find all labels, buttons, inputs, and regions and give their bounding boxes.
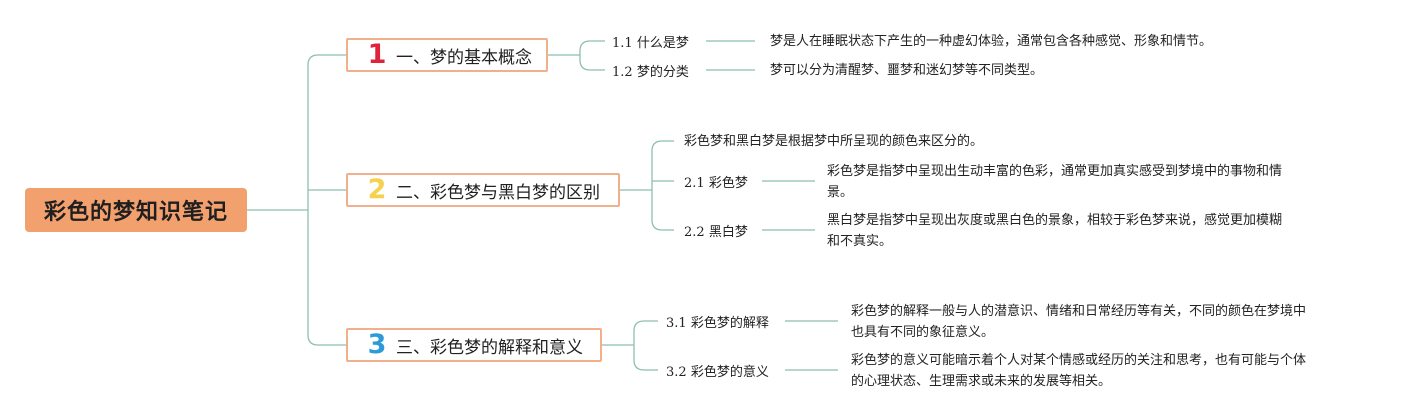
root-title: 彩色的梦知识笔记 — [43, 200, 228, 225]
description-text: 梦可以分为清醒梦、噩梦和迷幻梦等不同类型。 — [770, 63, 1044, 78]
number-three-badge: 3 — [367, 329, 387, 360]
description-line: 彩色梦的意义可能暗示着个人对某个情感或经历的关注和思考，也有可能与个体 — [851, 353, 1307, 368]
subtopic-number: 1.2 — [612, 65, 633, 80]
subtopic-number: 1.1 — [612, 36, 633, 51]
subtopic-number: 2.1 — [684, 176, 705, 191]
description-line: 景。 — [827, 185, 854, 200]
description-2-2: 黑白梦是指梦中呈现出灰度或黑白色的景象，相较于彩色梦来说，感觉更加模糊 和不真实… — [827, 210, 1282, 252]
intro-text: 彩色梦和黑白梦是根据梦中所呈现的颜色来区分的。 — [684, 134, 984, 149]
branch-title: 一、梦的基本概念 — [396, 47, 532, 68]
subtopic-number: 3.2 — [666, 365, 687, 380]
branch-node-3[interactable]: 3 三、彩色梦的解释和意义 — [346, 328, 602, 362]
branch-title: 二、彩色梦与黑白梦的区别 — [396, 182, 600, 203]
subtopic-label: 黑白梦 — [708, 225, 748, 240]
description-line: 和不真实。 — [827, 234, 893, 249]
subtopic-label: 彩色梦的解释 — [690, 316, 769, 331]
subtopic-3-1[interactable]: 3.1 彩色梦的解释 — [666, 312, 769, 331]
branch-node-1[interactable]: 1 一、梦的基本概念 — [346, 38, 548, 72]
subtopic-2-2[interactable]: 2.2 黑白梦 — [684, 221, 748, 240]
description-line: 黑白梦是指梦中呈现出灰度或黑白色的景象，相较于彩色梦来说，感觉更加模糊 — [827, 213, 1283, 228]
description-2-1: 彩色梦是指梦中呈现出生动丰富的色彩，通常更加真实感受到梦境中的事物和情 景。 — [827, 161, 1282, 203]
subtopic-1-1[interactable]: 1.1 什么是梦 — [612, 32, 689, 51]
description-line: 彩色梦是指梦中呈现出生动丰富的色彩，通常更加真实感受到梦境中的事物和情 — [827, 164, 1283, 179]
root-node[interactable]: 彩色的梦知识笔记 — [25, 188, 247, 232]
subtopic-number: 3.1 — [666, 316, 687, 331]
subtopic-number: 2.2 — [684, 225, 705, 240]
subtopic-2-1[interactable]: 2.1 彩色梦 — [684, 172, 748, 191]
description-1-2: 梦可以分为清醒梦、噩梦和迷幻梦等不同类型。 — [770, 60, 1043, 81]
subtopic-label: 梦的分类 — [636, 65, 689, 80]
branch-title: 三、彩色梦的解释和意义 — [396, 337, 583, 358]
description-3-2: 彩色梦的意义可能暗示着个人对某个情感或经历的关注和思考，也有可能与个体 的心理状… — [851, 350, 1306, 392]
description-line: 也具有不同的象征意义。 — [851, 325, 995, 340]
description-1-1: 梦是人在睡眠状态下产生的一种虚幻体验，通常包含各种感觉、形象和情节。 — [770, 31, 1212, 52]
description-line: 的心理状态、生理需求或未来的发展等相关。 — [851, 374, 1112, 389]
description-text: 梦是人在睡眠状态下产生的一种虚幻体验，通常包含各种感觉、形象和情节。 — [770, 34, 1213, 49]
branch-node-2[interactable]: 2 二、彩色梦与黑白梦的区别 — [346, 173, 620, 207]
subtopic-label: 彩色梦 — [708, 176, 748, 191]
subtopic-label: 彩色梦的意义 — [690, 365, 769, 380]
number-one-badge: 1 — [367, 39, 387, 70]
subtopic-1-2[interactable]: 1.2 梦的分类 — [612, 61, 689, 80]
subtopic-3-2[interactable]: 3.2 彩色梦的意义 — [666, 361, 769, 380]
number-two-badge: 2 — [367, 174, 387, 205]
description-line: 彩色梦的解释一般与人的潜意识、情绪和日常经历等有关，不同的颜色在梦境中 — [851, 304, 1307, 319]
subtopic-label: 什么是梦 — [636, 36, 689, 51]
description-3-1: 彩色梦的解释一般与人的潜意识、情绪和日常经历等有关，不同的颜色在梦境中 也具有不… — [851, 301, 1306, 343]
branch-2-intro: 彩色梦和黑白梦是根据梦中所呈现的颜色来区分的。 — [684, 131, 983, 152]
